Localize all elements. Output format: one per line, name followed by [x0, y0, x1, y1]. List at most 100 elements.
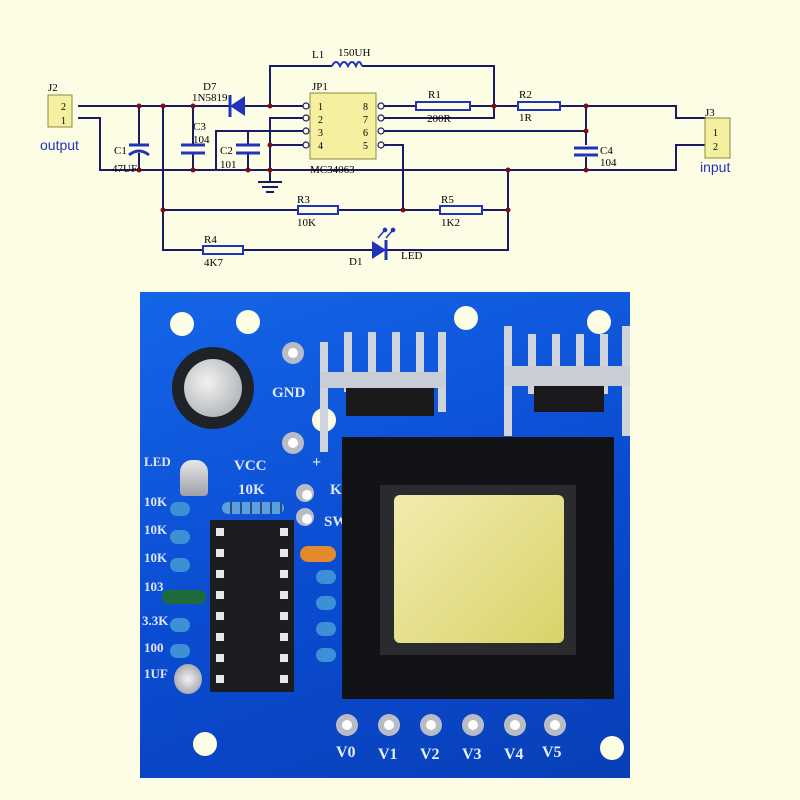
l1-value: 150UH [338, 47, 370, 59]
resistor-r5 [439, 205, 483, 215]
ic-body [309, 92, 377, 160]
resistor-component [170, 502, 190, 516]
mounting-hole [170, 312, 194, 336]
c3-value: 104 [193, 134, 210, 146]
silk-left-label: 10K [144, 494, 168, 509]
output-label: V5 [542, 744, 562, 761]
mosfet [534, 386, 604, 412]
c4-value: 104 [600, 157, 617, 169]
r5-ref: R5 [441, 194, 454, 206]
output-label: V0 [336, 744, 356, 761]
r5-value: 1K2 [441, 217, 460, 229]
c2-ref: C2 [220, 145, 233, 157]
j2-ref: J2 [48, 82, 58, 94]
l1-ref: L1 [312, 49, 324, 61]
j3-pin: 1 [713, 128, 718, 139]
pad [296, 508, 314, 526]
resistor-r1 [415, 101, 471, 111]
silk-left-label: 100 [144, 640, 164, 655]
silk-left-label: LED [144, 454, 171, 469]
j2-pin: 1 [61, 116, 66, 127]
r2-value: 1R [519, 112, 533, 124]
resistor-r2 [517, 101, 561, 111]
resistor-component [170, 530, 190, 544]
mounting-hole [454, 306, 478, 330]
output-label: V4 [504, 746, 524, 763]
ic-pin-label: 8 [363, 102, 368, 113]
transformer-core [342, 437, 614, 699]
ic-pin-label: 3 [318, 128, 323, 139]
silk-10k: 10K [238, 482, 265, 498]
output-pad-v2 [420, 714, 442, 736]
ic-pin-label: 6 [363, 128, 368, 139]
pcb-board: GND VCC + 10K K SW LED 10K 10K 10K 103 3… [140, 292, 630, 778]
ic-pin-label: 5 [363, 141, 368, 152]
ceramic-capacitor [300, 546, 336, 562]
silk-vcc: VCC [234, 458, 267, 474]
r3-ref: R3 [297, 194, 310, 206]
diode-d7 [230, 96, 245, 116]
ic-chip [210, 520, 294, 692]
d1-ref: D1 [349, 256, 362, 268]
pad [296, 484, 314, 502]
output-pad-v5 [544, 714, 566, 736]
mounting-hole [587, 310, 611, 334]
c1-ref: C1 [114, 145, 127, 157]
resistor-component [170, 558, 190, 572]
ic-pins [302, 102, 385, 149]
r3-value: 10K [297, 217, 316, 229]
r1-value: 200R [427, 113, 452, 125]
j3-pin: 2 [713, 142, 718, 153]
output-pad-v4 [504, 714, 526, 736]
d1-value: LED [401, 250, 422, 262]
mosfet [346, 388, 434, 416]
capacitor-c1 [128, 149, 150, 157]
schematic: J2 2 1 output J3 1 2 input JP1 MC34063 1… [40, 47, 731, 269]
ic-pin-label: 1 [318, 102, 323, 113]
c3-ref: C3 [193, 121, 206, 133]
silk-left-label: 10K [144, 522, 168, 537]
capacitor-c3 [181, 143, 205, 155]
film-capacitor [162, 590, 206, 604]
mounting-hole [600, 736, 624, 760]
output-pad-v0 [336, 714, 358, 736]
j2-label: output [40, 137, 79, 153]
resistor-component [170, 644, 190, 658]
d7-ref: D7 [203, 81, 217, 93]
silk-sw: SW [324, 514, 348, 530]
j2-pin: 2 [61, 102, 66, 113]
junction-nodes [136, 103, 589, 213]
output-label: V3 [462, 746, 482, 763]
r4-value: 4K7 [204, 257, 223, 269]
resistor-10k [222, 502, 284, 514]
silk-plus: + [312, 454, 322, 471]
led-light-icon [377, 227, 396, 239]
output-label: V2 [420, 746, 440, 763]
resistor-r3 [297, 205, 339, 215]
silk-left-label: 103 [144, 579, 164, 594]
capacitor-c2 [236, 143, 260, 155]
r2-ref: R2 [519, 89, 532, 101]
silk-left-label: 1UF [144, 666, 168, 681]
j2-connector [47, 94, 73, 128]
resistor-component [316, 570, 336, 584]
c2-value: 101 [220, 159, 237, 171]
silk-left-label: 3.3K [142, 613, 169, 628]
silk-gnd: GND [272, 385, 306, 401]
d7-value: 1N5819 [192, 92, 228, 104]
output-label: V1 [378, 746, 398, 763]
resistor-component [170, 618, 190, 632]
j3-ref: J3 [705, 107, 715, 119]
ic-pin-label: 2 [318, 115, 323, 126]
heatsink [320, 332, 450, 452]
silk-k: K [330, 482, 342, 498]
ic-part: MC34063 [310, 164, 355, 176]
mounting-hole [193, 732, 217, 756]
output-pad-v1 [378, 714, 400, 736]
wires [78, 65, 706, 251]
led-d1 [372, 241, 386, 259]
c4-ref: C4 [600, 145, 613, 157]
led-component [180, 460, 208, 496]
electrolytic-capacitor [172, 347, 254, 429]
resistor-component [316, 622, 336, 636]
